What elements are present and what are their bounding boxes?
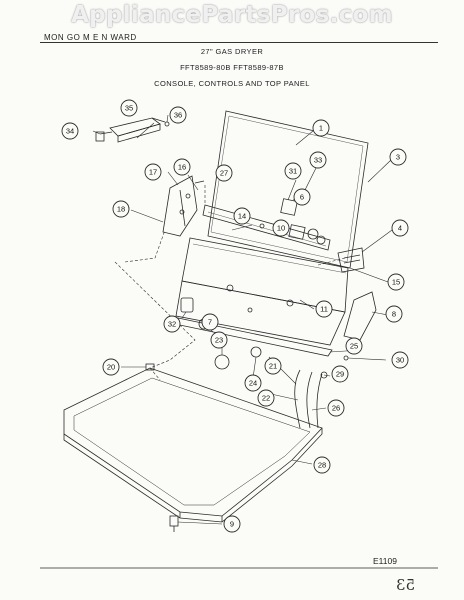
callout-20: 20 [107, 363, 115, 372]
callout-30: 30 [396, 356, 404, 365]
callout-23: 23 [215, 336, 223, 345]
section-title: CONSOLE, CONTROLS AND TOP PANEL [154, 79, 310, 88]
control-bracket-part [202, 204, 331, 251]
callout-4: 4 [398, 224, 402, 233]
callout-11: 11 [320, 305, 328, 314]
callout-1: 1 [319, 124, 323, 133]
diagram-code: E1109 [373, 556, 397, 566]
top-panel-part [63, 367, 323, 523]
header-model-line: MON GO M E N WARD [44, 33, 137, 42]
watermark: AppliancePartsPros.com [71, 2, 393, 28]
callout-32: 32 [168, 320, 176, 329]
callout-14: 14 [238, 212, 246, 221]
callout-22: 22 [262, 394, 270, 403]
callout-3: 3 [396, 153, 400, 162]
page-number: 53 [396, 576, 416, 594]
callout-10: 10 [277, 224, 285, 233]
callout-28: 28 [318, 461, 326, 470]
wire-harness-part [294, 355, 349, 429]
callout-34: 34 [66, 127, 74, 136]
timer-module-part [337, 247, 365, 273]
callout-badges: 1 3 4 6 7 8 9 10 11 14 15 16 17 18 20 21… [61, 99, 409, 533]
callout-leaders [92, 114, 393, 525]
callout-25: 25 [350, 342, 358, 351]
callout-6: 6 [300, 193, 304, 202]
callout-27: 27 [220, 169, 228, 178]
clip-part [169, 515, 179, 532]
callout-35: 35 [125, 104, 133, 113]
console-part [175, 237, 349, 346]
trim-strip-part [174, 317, 333, 357]
leader-dashes [114, 185, 346, 381]
callout-18: 18 [117, 205, 125, 214]
diagram-title: 27" GAS DRYER [200, 47, 264, 56]
callout-31: 31 [289, 167, 297, 176]
callout-21: 21 [269, 362, 277, 371]
callout-29: 29 [336, 370, 344, 379]
control-switches-part [259, 198, 326, 245]
back-panel-part [207, 110, 369, 269]
callout-15: 15 [392, 278, 400, 287]
callout-26: 26 [332, 404, 340, 413]
model-numbers: FFT8589-80B FFT8589-87B [180, 63, 284, 72]
callout-36: 36 [174, 111, 182, 120]
header-rule-top [40, 42, 438, 43]
callout-16: 16 [178, 163, 186, 172]
top-left-assembly-part [95, 117, 170, 143]
callout-8: 8 [392, 310, 396, 319]
right-end-cap-part [343, 291, 377, 341]
callout-9: 9 [230, 520, 234, 529]
callout-17: 17 [149, 168, 157, 177]
callout-7: 7 [208, 318, 212, 327]
callout-33: 33 [314, 156, 322, 165]
left-end-cap-part [162, 175, 205, 237]
callout-24: 24 [249, 379, 257, 388]
